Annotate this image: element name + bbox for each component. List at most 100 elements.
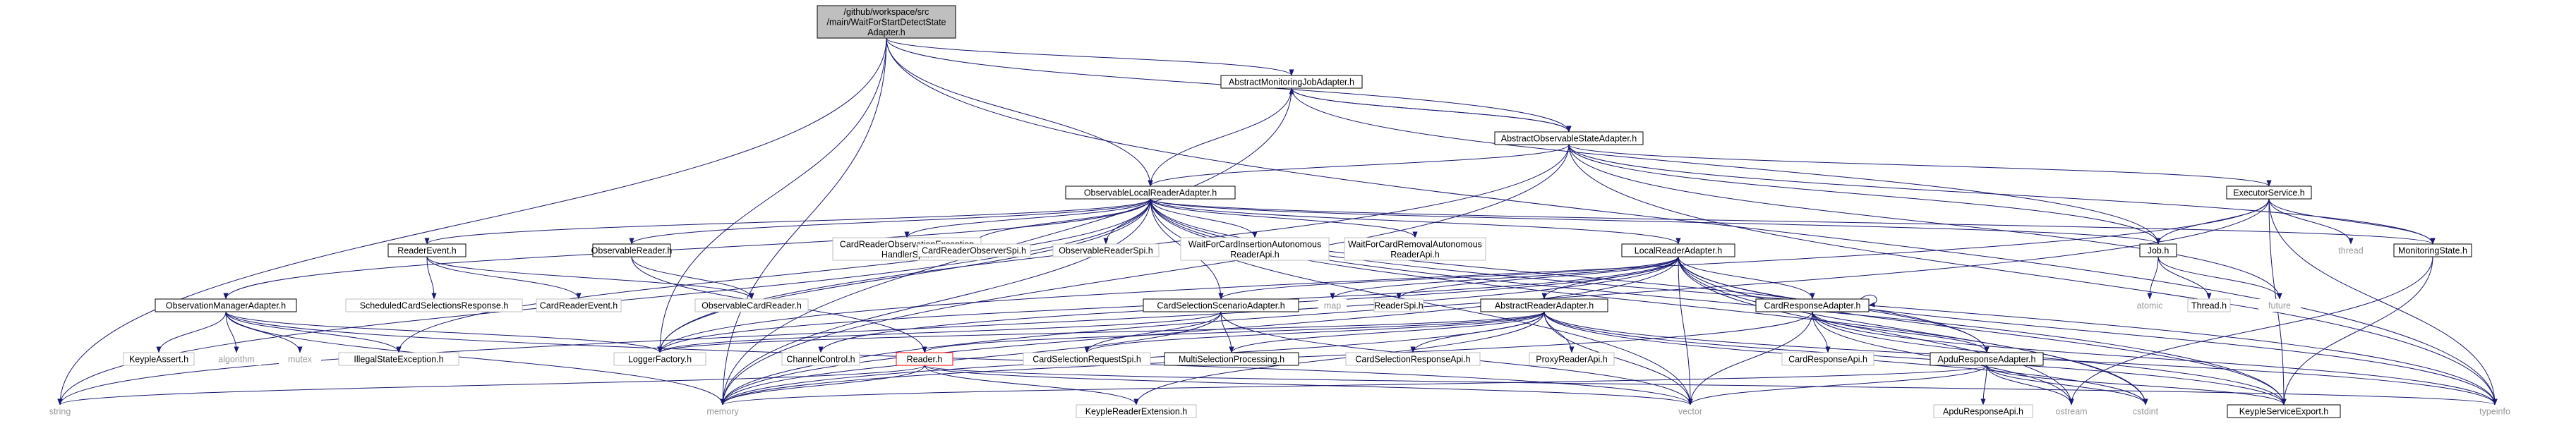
node-ara[interactable]: AbstractReaderAdapter.h: [1480, 298, 1608, 312]
node-box: [2139, 243, 2177, 257]
node-csrs[interactable]: CardSelectionRequestSpi.h: [1023, 352, 1151, 366]
node-label: MonitoringState.h: [2398, 246, 2467, 256]
node-future[interactable]: future: [2258, 299, 2301, 312]
edge-olra-to-lra: [1150, 198, 1681, 245]
node-box: [1494, 131, 1644, 145]
edge-aosa-to-memory: [720, 144, 1570, 406]
node-or[interactable]: ObservableReader.h: [591, 243, 673, 257]
node-label: WaitForCardInsertionAutonomous: [1188, 239, 1322, 249]
node-es[interactable]: ExecutorService.h: [2226, 185, 2312, 200]
node-label: AbstractObservableStateAdapter.h: [1501, 134, 1637, 144]
node-cra[interactable]: CardResponseAdapter.h: [1755, 298, 1870, 312]
node-mutex[interactable]: mutex: [279, 353, 321, 365]
node-cc[interactable]: ChannelControl.h: [781, 352, 860, 366]
edge-es-to-ms: [2268, 198, 2436, 245]
node-aosa[interactable]: AbstractObservableStateAdapter.h: [1494, 131, 1644, 145]
node-aprapi[interactable]: ApduResponseApi.h: [1933, 404, 2033, 418]
node-wfci[interactable]: WaitForCardInsertionAutonomousReaderApi.…: [1180, 237, 1330, 261]
node-csa[interactable]: CardSelectionScenarioAdapter.h: [1143, 298, 1299, 312]
node-label: KeypleReaderExtension.h: [1085, 407, 1188, 417]
node-box: [781, 352, 860, 366]
node-box: [817, 5, 956, 39]
node-algorithm[interactable]: algorithm: [212, 353, 261, 365]
node-cstdint[interactable]: cstdint: [2124, 405, 2167, 418]
edge-olra-to-or: [629, 198, 1151, 245]
node-box: [2333, 244, 2369, 257]
edge-oma-to-mutex: [225, 311, 303, 353]
node-root[interactable]: /github/workspace/src/main/WaitForStartD…: [817, 5, 956, 39]
edge-lra-to-map: [1330, 256, 1679, 300]
node-threadh[interactable]: Thread.h: [2187, 298, 2231, 312]
edge-cra-to-apra: [1812, 311, 1990, 353]
node-box: [1933, 404, 2033, 418]
node-amja[interactable]: AbstractMonitoringJobAdapter.h: [1220, 75, 1363, 89]
node-label: future: [2268, 301, 2291, 311]
edge-oma-to-kassert: [156, 311, 227, 353]
node-typeinfo[interactable]: typeinfo: [2470, 405, 2520, 418]
node-job[interactable]: Job.h: [2139, 243, 2177, 257]
node-vector[interactable]: vector: [1673, 405, 1708, 418]
node-label: WaitForCardRemovalAutonomous: [1348, 239, 1482, 249]
node-label: CardSelectionResponseApi.h: [1355, 355, 1470, 365]
node-box: [2124, 405, 2167, 418]
node-csra[interactable]: CardSelectionResponseApi.h: [1345, 352, 1481, 366]
node-label: string: [49, 407, 71, 417]
node-pra[interactable]: ProxyReaderApi.h: [1529, 352, 1615, 366]
node-ocr[interactable]: ObservableCardReader.h: [694, 298, 809, 312]
node-kassert[interactable]: KeypleAssert.h: [123, 352, 195, 366]
node-kre[interactable]: KeypleReaderExtension.h: [1076, 404, 1197, 418]
node-label: LocalReaderAdapter.h: [1635, 246, 1722, 256]
node-box: [212, 353, 261, 365]
node-ise[interactable]: IllegalStateException.h: [338, 352, 459, 366]
node-box: [2470, 405, 2520, 418]
node-label: cstdint: [2133, 407, 2159, 417]
node-label: ChannelControl.h: [786, 355, 855, 365]
node-reader[interactable]: Reader.h: [896, 352, 953, 366]
node-ors[interactable]: ObservableReaderSpi.h: [1052, 243, 1160, 257]
node-kse[interactable]: KeypleServiceExport.h: [2227, 404, 2341, 418]
node-re[interactable]: ReaderEvent.h: [387, 243, 467, 257]
node-label: KeypleServiceExport.h: [2239, 407, 2329, 417]
edge-root-to-string: [57, 37, 887, 406]
node-label: IllegalStateException.h: [354, 355, 443, 365]
node-box: [592, 243, 671, 257]
node-box: [1373, 298, 1424, 312]
node-oma[interactable]: ObservationManagerAdapter.h: [155, 298, 297, 312]
node-ms[interactable]: MonitoringState.h: [2393, 243, 2472, 257]
node-label: CardResponseApi.h: [1788, 355, 1867, 365]
node-cros[interactable]: CardReaderObserverSpi.h: [917, 243, 1031, 257]
edge-ms-to-ostream: [2069, 256, 2433, 406]
node-lf[interactable]: LoggerFactory.h: [613, 352, 706, 366]
edge-oma-to-ise: [225, 311, 402, 353]
node-label: vector: [1678, 407, 1702, 417]
node-apra[interactable]: ApduResponseAdapter.h: [1930, 352, 2044, 366]
edge-re-to-ocr: [426, 256, 754, 300]
node-memory[interactable]: memory: [702, 405, 744, 418]
node-scsr[interactable]: ScheduledCardSelectionsResponse.h: [345, 298, 523, 312]
node-msp[interactable]: MultiSelectionProcessing.h: [1164, 352, 1299, 366]
edge-aosa-to-olra: [1148, 144, 1570, 187]
node-olra[interactable]: ObservableLocalReaderAdapter.h: [1065, 185, 1236, 200]
node-cre[interactable]: CardReaderEvent.h: [536, 298, 622, 312]
edge-olra-to-ms: [1150, 198, 2436, 245]
node-map[interactable]: map: [1318, 299, 1347, 312]
edge-root-to-lf: [657, 37, 887, 353]
node-label: memory: [706, 407, 739, 417]
node-string[interactable]: string: [42, 405, 78, 418]
node-thread[interactable]: thread: [2333, 244, 2369, 257]
edge-aosa-to-ms: [1568, 144, 2436, 245]
edge-olra-to-wfcr: [1150, 198, 1418, 238]
edge-oma-to-lf: [225, 311, 663, 353]
node-atomic[interactable]: atomic: [2129, 299, 2171, 312]
node-rspi[interactable]: ReaderSpi.h: [1373, 298, 1424, 312]
edges-layer: [57, 37, 2498, 406]
node-ostream[interactable]: ostream: [2050, 405, 2093, 418]
node-box: [896, 352, 953, 366]
edge-cra-to-kse: [1812, 311, 2287, 406]
node-lra[interactable]: LocalReaderAdapter.h: [1621, 243, 1735, 257]
node-crapi[interactable]: CardResponseApi.h: [1781, 352, 1874, 366]
edge-reader-to-memory: [720, 365, 925, 406]
node-box: [123, 352, 195, 366]
node-box: [1023, 352, 1151, 366]
